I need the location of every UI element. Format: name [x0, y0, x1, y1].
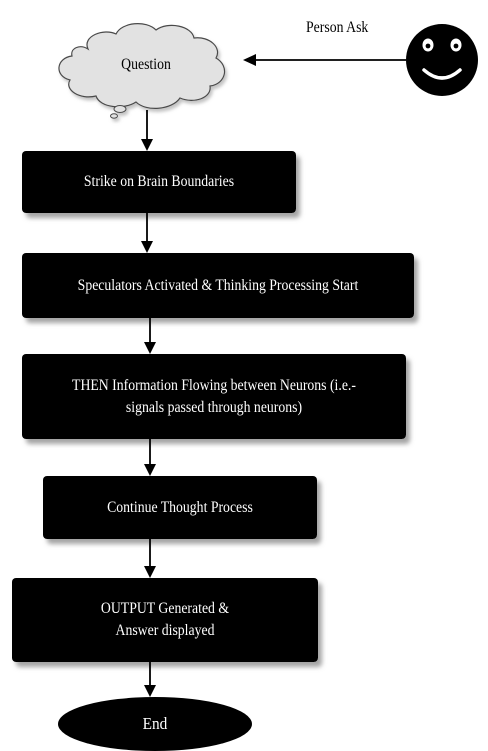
arrowhead-step-4	[144, 464, 156, 476]
step-box-speculators-activated	[22, 253, 414, 318]
question-label: Question	[121, 56, 171, 73]
thought-cloud-icon	[58, 23, 226, 119]
step-2-label: Speculators Activated & Thinking Process…	[77, 276, 359, 294]
end-terminator	[58, 697, 252, 751]
person-ask-label: Person Ask	[306, 19, 369, 36]
step-3-label: THEN Information Flowing between Neurons…	[72, 376, 356, 416]
smiley-face-icon	[406, 24, 478, 96]
arrowhead-step-2	[141, 241, 153, 253]
step-4-label: Continue Thought Process	[107, 498, 253, 516]
step-box-continue-thought	[43, 476, 317, 539]
arrowhead-person-to-question	[243, 54, 256, 66]
arrowhead-step-3	[144, 342, 156, 354]
step-box-output-generated	[12, 578, 318, 662]
step-box-information-flowing	[22, 354, 406, 439]
step-box-strike-brain-boundaries	[22, 151, 296, 213]
step-5-label: OUTPUT Generated & Answer displayed	[100, 600, 230, 639]
arrowhead-step-5	[144, 566, 156, 578]
arrowhead-step-1	[141, 139, 153, 151]
arrowhead-end	[144, 685, 156, 697]
step-1-label: Strike on Brain Boundaries	[83, 173, 235, 190]
end-label: End	[142, 714, 168, 733]
